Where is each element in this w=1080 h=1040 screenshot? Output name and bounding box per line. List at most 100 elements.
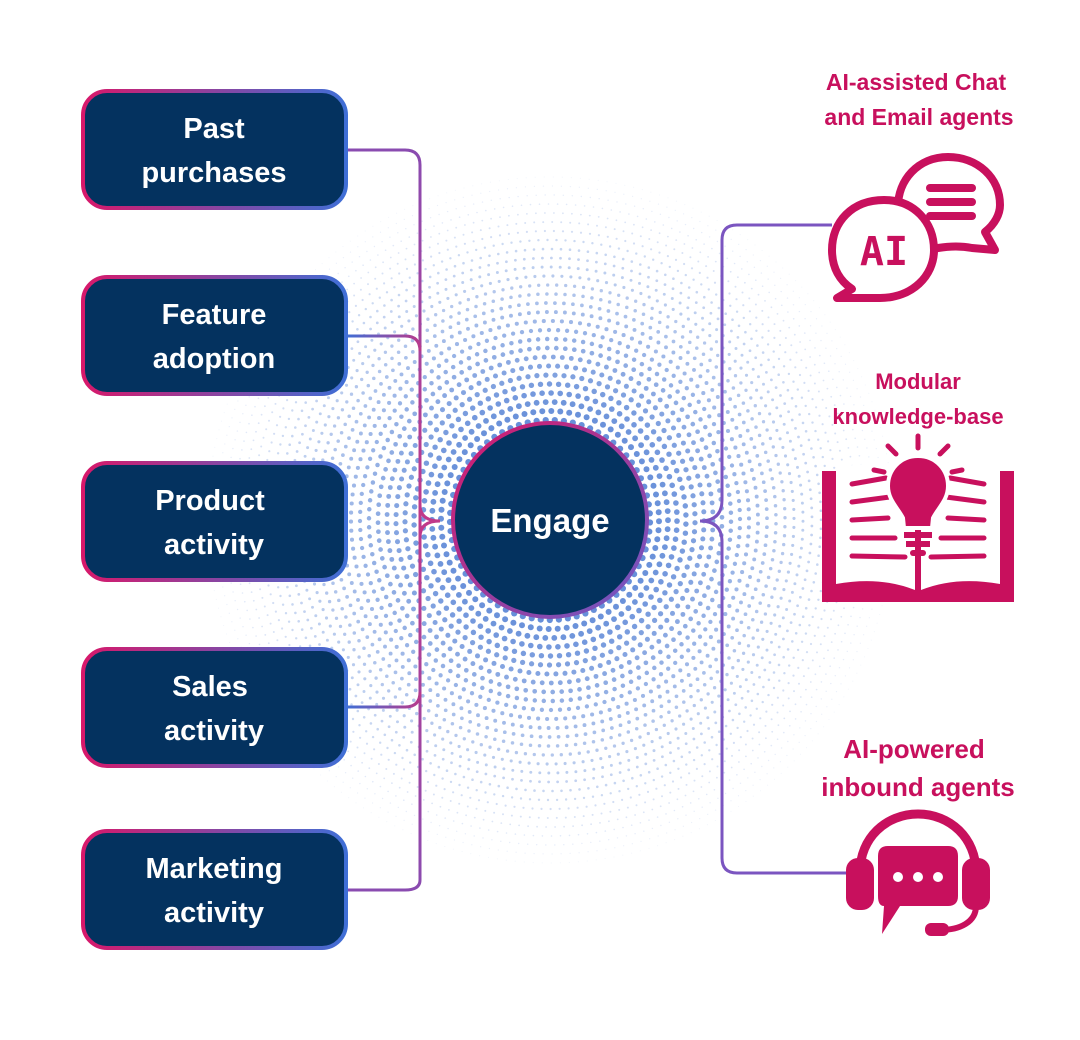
halftone-dot (648, 819, 650, 821)
halftone-dot (711, 758, 714, 761)
halftone-dot (387, 758, 390, 761)
halftone-dot (737, 324, 741, 328)
center-label: Engage (490, 502, 609, 539)
halftone-dot (703, 445, 709, 450)
halftone-dot (287, 417, 291, 421)
halftone-dot (717, 382, 722, 387)
halftone-dot (568, 248, 572, 251)
halftone-dot (336, 416, 341, 420)
halftone-dot (228, 612, 230, 614)
halftone-dot (357, 670, 361, 674)
halftone-dot (742, 316, 745, 320)
halftone-dot (703, 763, 706, 766)
halftone-dot (521, 706, 527, 711)
halftone-dot (759, 620, 764, 624)
halftone-dot (733, 445, 738, 450)
halftone-dot (394, 658, 399, 663)
halftone-dot (608, 638, 615, 644)
halftone-dot (601, 728, 606, 733)
halftone-dot (492, 373, 499, 379)
halftone-dot (632, 435, 639, 442)
halftone-dot (581, 639, 588, 646)
halftone-dot (398, 744, 401, 747)
halftone-dot (468, 428, 475, 435)
halftone-dot (623, 193, 625, 195)
halftone-dot (378, 454, 383, 459)
halftone-dot (381, 696, 386, 700)
halftone-dot (484, 716, 489, 721)
halftone-dot (590, 287, 595, 291)
halftone-dot (589, 665, 595, 671)
halftone-dot (512, 394, 519, 401)
halftone-dot (577, 751, 581, 755)
halftone-dot (787, 472, 792, 476)
halftone-dot (428, 246, 431, 249)
halftone-dot (789, 358, 792, 361)
halftone-dot (654, 536, 661, 543)
halftone-dot (347, 750, 350, 753)
halftone-dot (387, 602, 393, 608)
halftone-dot (607, 629, 613, 635)
halftone-dot (860, 664, 862, 666)
halftone-dot (510, 814, 513, 817)
halftone-dot (582, 815, 585, 818)
halftone-dot (414, 795, 417, 797)
halftone-dot (787, 682, 790, 685)
halftone-dot (271, 411, 274, 414)
halftone-dot (638, 442, 645, 449)
halftone-dot (603, 413, 610, 420)
halftone-dot (632, 327, 637, 332)
halftone-dot (370, 338, 374, 342)
halftone-dot (724, 245, 726, 247)
halftone-dot (725, 410, 730, 414)
halftone-dot (466, 251, 469, 254)
halftone-dot (421, 239, 424, 242)
halftone-dot (516, 178, 518, 180)
halftone-dot (747, 239, 749, 241)
halftone-dot (428, 471, 435, 478)
halftone-dot (819, 500, 822, 504)
halftone-dot (864, 438, 866, 441)
halftone-dot (757, 462, 762, 467)
halftone-dot (707, 727, 711, 730)
halftone-dot (817, 626, 820, 629)
halftone-dot (532, 752, 536, 757)
halftone-dot (425, 339, 430, 343)
halftone-dot (575, 411, 581, 418)
halftone-dot (556, 734, 561, 739)
halftone-dot (659, 457, 665, 463)
halftone-dot (770, 718, 773, 721)
halftone-dot (298, 645, 302, 648)
halftone-dot (328, 770, 330, 772)
halftone-dot (664, 617, 670, 623)
halftone-dot (831, 457, 834, 460)
halftone-dot (454, 772, 457, 776)
halftone-dot (387, 415, 392, 421)
halftone-dot (365, 635, 370, 639)
halftone-dot (629, 613, 636, 620)
halftone-dot (275, 424, 279, 427)
halftone-dot (598, 353, 603, 358)
halftone-dot (665, 244, 668, 247)
halftone-dot (692, 703, 696, 708)
halftone-dot (484, 791, 487, 794)
halftone-dot (360, 701, 364, 704)
halftone-dot (441, 464, 448, 471)
halftone-dot (671, 545, 677, 551)
halftone-dot (522, 266, 526, 270)
halftone-dot (621, 741, 625, 745)
halftone-dot (546, 381, 553, 387)
halftone-dot (778, 437, 782, 441)
halftone-dot (767, 316, 770, 319)
halftone-dot (722, 564, 728, 569)
halftone-dot (613, 255, 616, 259)
halftone-dot (222, 586, 224, 588)
halftone-dot (390, 298, 393, 302)
halftone-dot (504, 804, 507, 807)
halftone-dot (402, 528, 409, 534)
halftone-dot (803, 332, 806, 334)
halftone-dot (320, 774, 322, 776)
halftone-dot (546, 744, 551, 748)
halftone-dot (239, 617, 241, 619)
halftone-dot (659, 481, 666, 488)
